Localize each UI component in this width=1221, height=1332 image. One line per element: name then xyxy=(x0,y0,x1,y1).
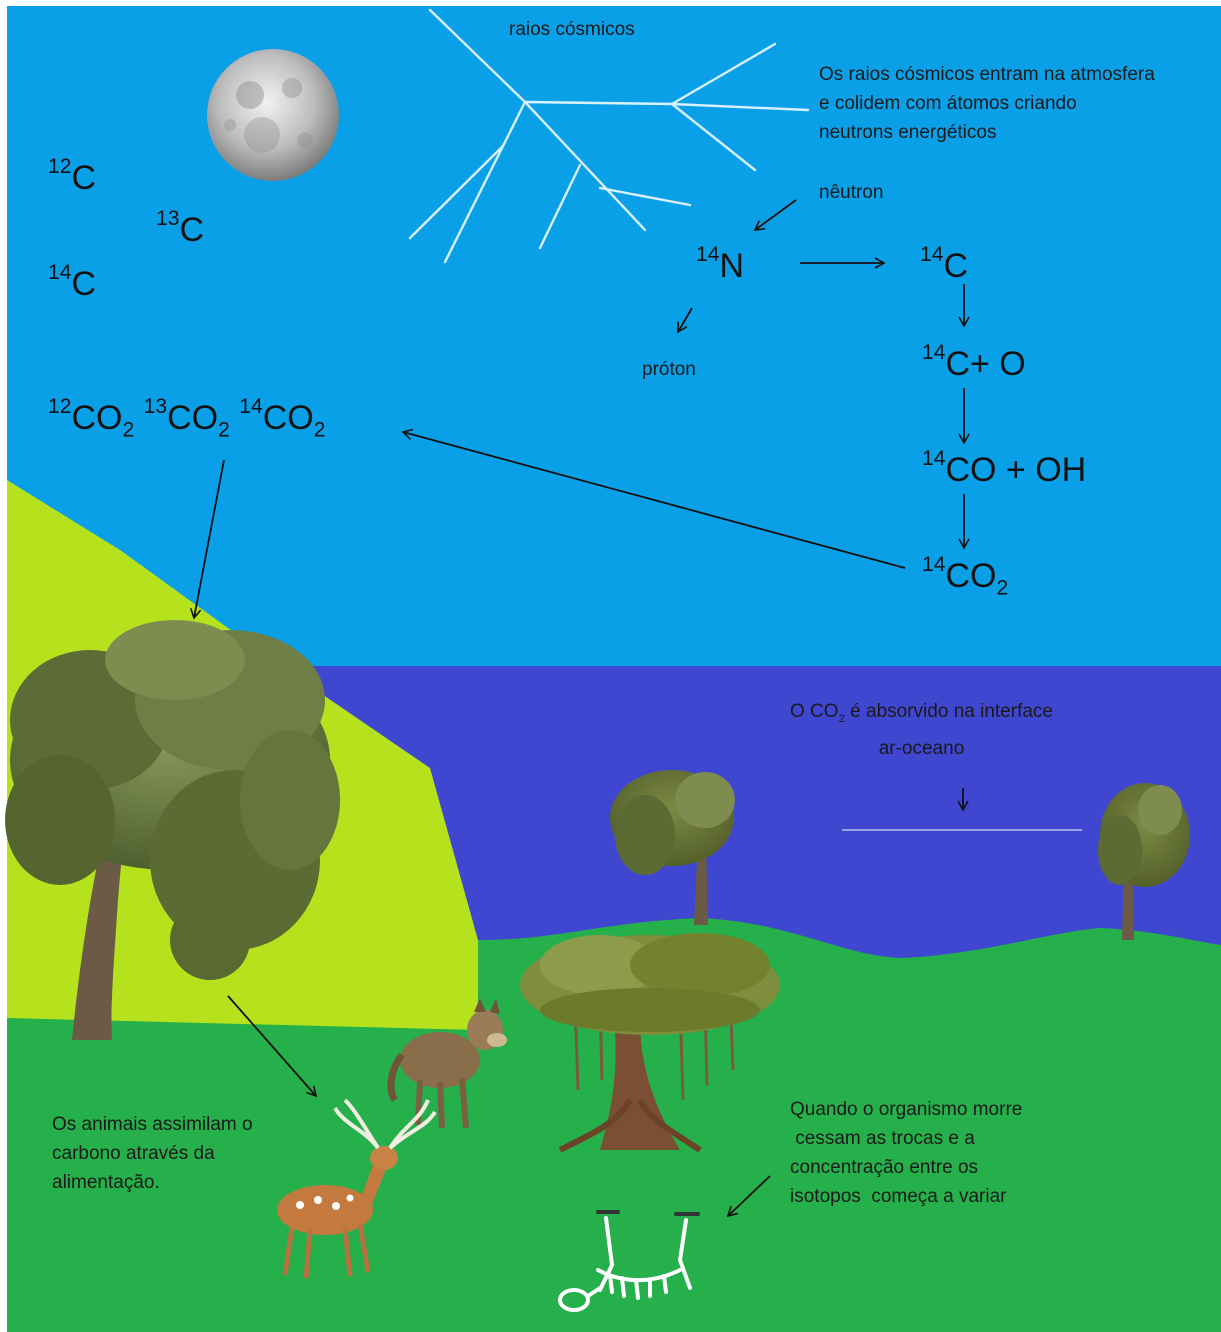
moon-icon xyxy=(207,49,339,181)
carbon-oxygen-step: 14C+ O xyxy=(922,341,1026,383)
arrows xyxy=(190,199,970,1218)
isotope-14c-label: 14C xyxy=(48,261,97,303)
isotope-12c-label: 12C xyxy=(48,155,97,197)
atmospheric-co2-label: 12CO2 13CO2 14CO2 xyxy=(48,395,326,442)
cosmic-rays-label: raios cósmicos xyxy=(509,19,635,40)
co2-14: 14CO2 xyxy=(239,395,326,442)
cosmic-explanation-text: Os raios cósmicos entram na atmosfera e … xyxy=(819,64,1155,143)
isotope-13c-label: 13C xyxy=(156,207,205,249)
small-tree-icon xyxy=(610,770,735,925)
carbon-14-label: 14C xyxy=(920,243,969,285)
neutron-label: nêutron xyxy=(819,182,884,203)
co2-14-product: 14CO2 xyxy=(922,553,1009,600)
organism-death-text: Quando o organismo morre cessam as troca… xyxy=(790,1099,1023,1207)
skeleton-icon xyxy=(558,1210,700,1312)
wolf-icon xyxy=(387,998,507,1129)
large-tree-icon xyxy=(5,620,340,1040)
co2-12: 12CO2 xyxy=(48,395,135,442)
arrow-proton xyxy=(677,307,693,334)
co-oh-step: 14CO + OH xyxy=(922,447,1087,489)
banyan-tree-icon xyxy=(520,933,780,1153)
animals-assimilate-text: Os animais assimilam o carbono através d… xyxy=(52,1114,253,1193)
proton-label: próton xyxy=(642,359,696,380)
cosmic-ray-lines xyxy=(408,8,810,264)
arrow-neutron xyxy=(753,199,797,231)
co2-13: 13CO2 xyxy=(143,395,230,442)
arrow-co2-to-tree xyxy=(190,459,225,620)
deer-icon xyxy=(277,1098,437,1279)
small-tree-icon xyxy=(1098,783,1190,940)
arrow-to-animals xyxy=(227,995,318,1098)
nitrogen-14-label: 14N xyxy=(696,243,745,285)
arrow-to-skeleton xyxy=(726,1175,771,1218)
ocean-absorption-text: O CO2 é absorvido na interface ar-oceano xyxy=(790,701,1053,759)
arrow-co2-return xyxy=(401,428,906,569)
